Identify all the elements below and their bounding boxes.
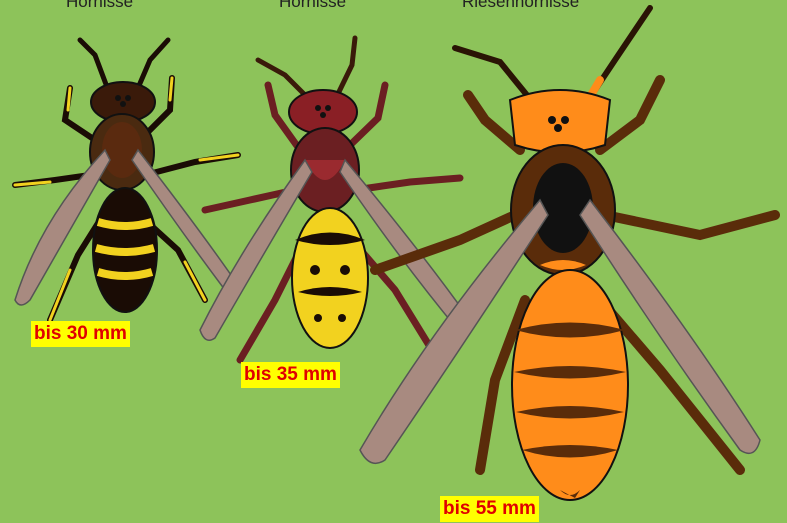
size-badge-1: bis 30 mm: [31, 321, 130, 347]
size-badge-2: bis 35 mm: [241, 362, 340, 388]
species-label-2: Hornisse: [279, 0, 346, 12]
size-badge-3: bis 55 mm: [440, 496, 539, 522]
species-label-3: Riesenhornisse: [462, 0, 579, 12]
species-label-1: Hornisse: [66, 0, 133, 12]
